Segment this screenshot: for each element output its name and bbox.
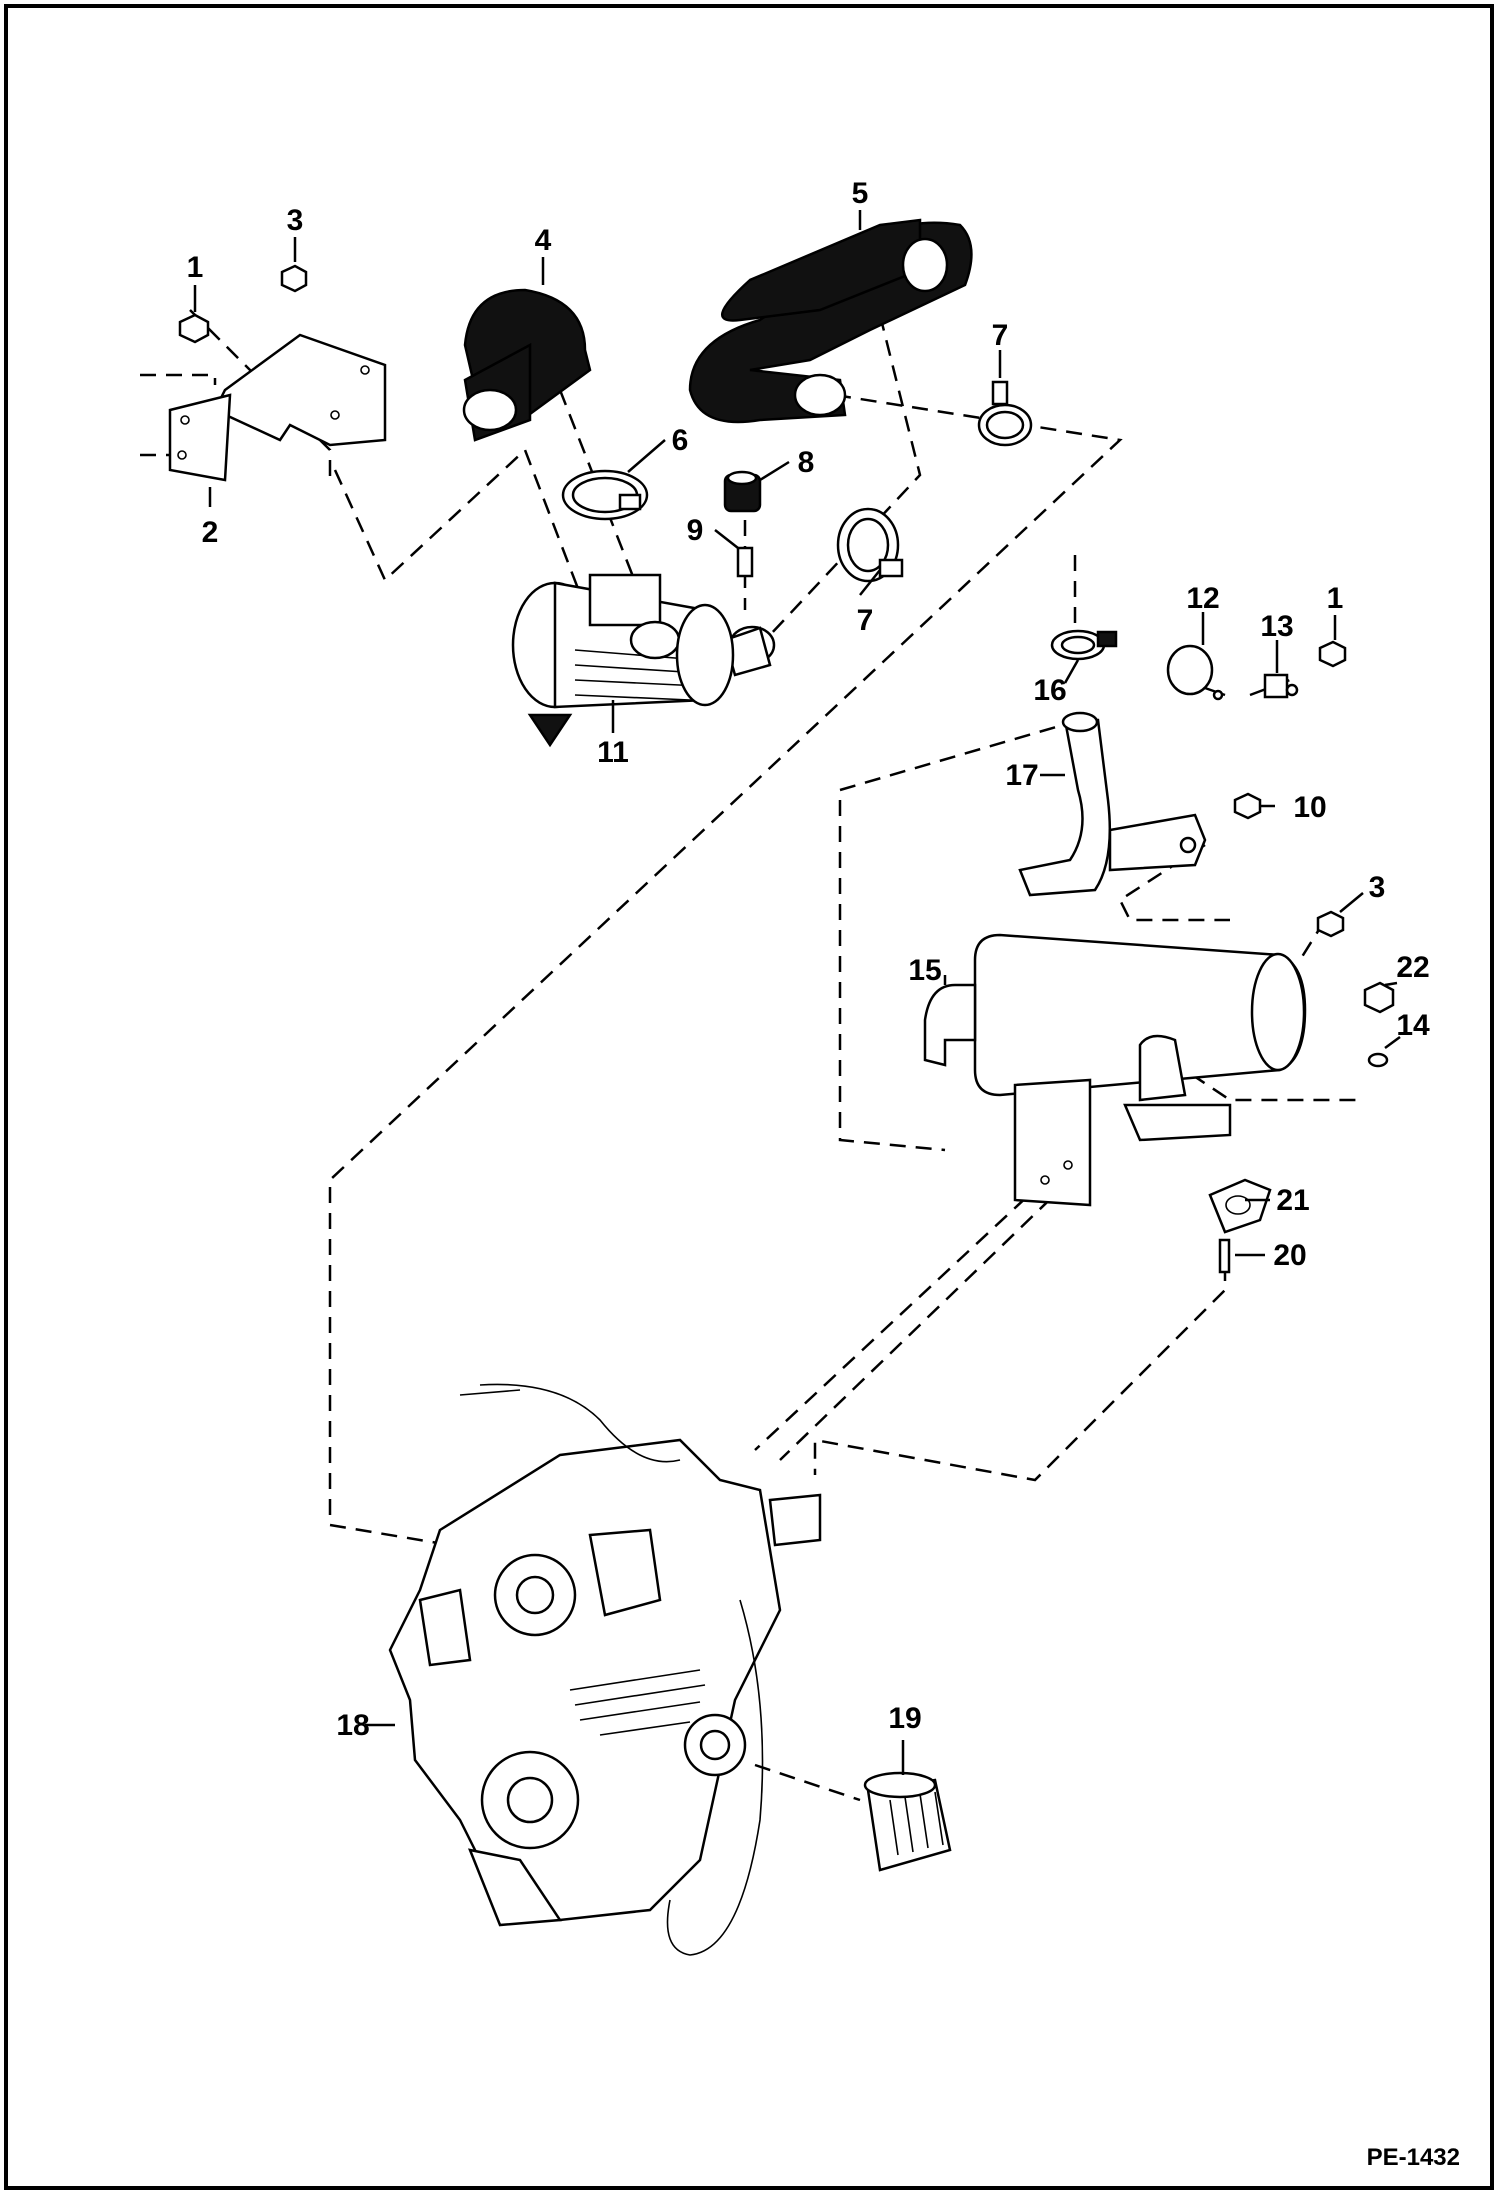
clamp-part-7-upper <box>977 380 1033 447</box>
bracket-part-2 <box>168 333 387 482</box>
stud-part-20 <box>1218 1238 1231 1274</box>
clamp-part-7-lower <box>836 507 904 583</box>
leader-lines <box>193 210 1401 1775</box>
callout-13: 13 <box>1260 610 1293 643</box>
nut-part-1b <box>1318 640 1347 668</box>
engine-part-18 <box>388 1383 822 1956</box>
callout-10: 10 <box>1293 791 1326 824</box>
callout-1: 1 <box>187 251 204 284</box>
hose-part-5 <box>688 218 973 424</box>
nut-part-3 <box>280 264 308 293</box>
clamp-part-16 <box>1050 629 1118 661</box>
fitting-part-9 <box>736 546 754 578</box>
callout-1-right: 1 <box>1327 582 1344 615</box>
callout-19: 19 <box>888 1702 921 1735</box>
callout-3-right: 3 <box>1369 871 1386 904</box>
nut-part-3b <box>1316 910 1345 938</box>
callout-3: 3 <box>287 204 304 237</box>
gasket-part-21 <box>1208 1178 1272 1234</box>
oil-filter-part-19 <box>863 1771 952 1872</box>
callout-20: 20 <box>1273 1239 1306 1272</box>
callout-12: 12 <box>1186 582 1219 615</box>
clamp-part-6 <box>561 469 649 521</box>
hose-part-4 <box>462 288 592 442</box>
callout-14: 14 <box>1396 1009 1430 1042</box>
callout-8: 8 <box>798 446 815 479</box>
muffler-part-15 <box>923 933 1307 1207</box>
callout-labels: 1 2 3 4 5 6 7 7 8 9 11 12 13 1 16 17 10 … <box>187 177 1430 1742</box>
cap-part-8 <box>723 470 762 513</box>
callout-7-lower: 7 <box>857 604 874 637</box>
callout-6: 6 <box>672 424 689 457</box>
callout-16: 16 <box>1033 674 1066 707</box>
pipe-part-17 <box>1018 711 1207 897</box>
callout-17: 17 <box>1005 759 1038 792</box>
nut-part-1 <box>178 313 210 344</box>
air-cleaner-part-11 <box>511 573 776 748</box>
nut-part-10 <box>1233 792 1262 820</box>
clip-part-13 <box>1263 673 1299 699</box>
figure-code: PE-1432 <box>1367 2144 1460 2171</box>
callout-9: 9 <box>687 514 704 547</box>
callout-4: 4 <box>535 224 552 257</box>
strap-part-12 <box>1166 644 1226 701</box>
callout-15: 15 <box>908 954 941 987</box>
callout-21: 21 <box>1276 1184 1309 1217</box>
callout-2: 2 <box>202 516 219 549</box>
callout-11: 11 <box>597 736 629 769</box>
nut-part-22 <box>1363 981 1395 1014</box>
washer-part-14 <box>1367 1052 1389 1068</box>
callout-22: 22 <box>1396 951 1429 984</box>
callout-18: 18 <box>336 1709 369 1742</box>
diagram-border <box>4 4 1494 2190</box>
callout-7-upper: 7 <box>992 319 1009 352</box>
callout-5: 5 <box>852 177 869 210</box>
